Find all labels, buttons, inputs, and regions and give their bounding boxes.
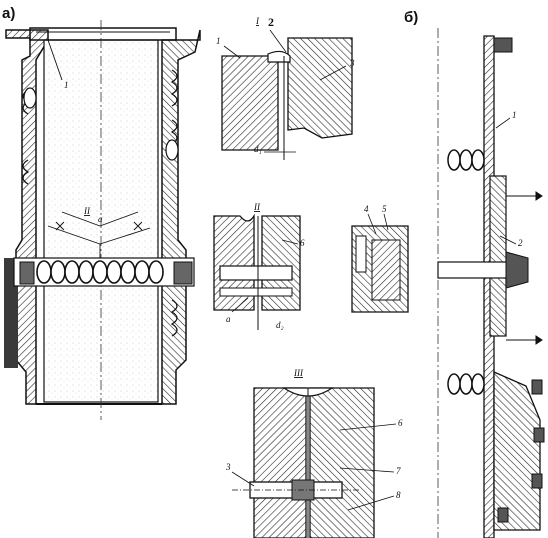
detail-45-callout-4: 4 bbox=[364, 204, 369, 214]
panel-a-letter: а) bbox=[2, 5, 15, 22]
detail-4-5: 4 5 bbox=[351, 204, 409, 313]
port-band bbox=[13, 257, 195, 287]
panel-b-callout-1: 1 bbox=[512, 110, 517, 120]
panel-b-letter: б) bbox=[404, 9, 418, 26]
panel-b-lower-body bbox=[493, 371, 541, 531]
panel-b-leaders bbox=[495, 117, 517, 245]
a-callout-II: II bbox=[83, 206, 91, 216]
a-callout-1: 1 bbox=[64, 80, 69, 90]
detail-II-callout-6: 6 bbox=[300, 238, 305, 248]
detail-I-title: I bbox=[255, 16, 260, 26]
a-callout-a: a bbox=[98, 214, 103, 224]
panel-b: б) bbox=[404, 9, 545, 538]
detail-45-insert bbox=[355, 235, 367, 273]
panel-b-callout-2: 2 bbox=[518, 238, 523, 248]
panel-b-top-fitting bbox=[493, 37, 513, 53]
panel-a: а) bbox=[2, 5, 201, 420]
right-cooling-ribs bbox=[170, 69, 178, 337]
detail-II-port-lower bbox=[219, 287, 293, 297]
detail-I-right-block bbox=[287, 37, 353, 139]
detail-I-callout-3: 3 bbox=[349, 58, 355, 68]
liner-right-wall bbox=[161, 29, 201, 405]
detail-II-port-upper bbox=[219, 265, 293, 281]
detail-II-dim-d2: d₂ bbox=[276, 320, 284, 330]
detail-45-wedge bbox=[371, 239, 401, 301]
detail-III-left-block bbox=[253, 387, 307, 538]
detail-II-callout-a: a bbox=[226, 314, 231, 324]
panel-b-ports bbox=[447, 149, 485, 395]
detail-45-callout-5: 5 bbox=[382, 204, 387, 214]
panel-b-cap bbox=[505, 251, 529, 289]
detail-I-leaders bbox=[223, 29, 347, 81]
detail-I-lip bbox=[267, 50, 291, 63]
detail-I-dim-d1: d₁ bbox=[254, 144, 262, 154]
panel-b-valve-body bbox=[489, 175, 507, 337]
panel-b-wall bbox=[483, 35, 495, 538]
detail-III: III 6 7 3 8 bbox=[225, 368, 403, 538]
panel-b-studs bbox=[497, 379, 545, 523]
detail-II: II 6 a d₂ bbox=[213, 202, 305, 330]
detail-I-callout-1: 1 bbox=[216, 36, 221, 46]
detail-III-leaders bbox=[231, 423, 397, 511]
detail-II-leaders bbox=[231, 239, 299, 313]
detail-III-callout-3: 3 bbox=[225, 462, 231, 472]
upper-ports bbox=[23, 87, 179, 161]
liner-top-flange bbox=[29, 27, 177, 41]
detail-II-title: II bbox=[253, 202, 261, 212]
detail-45-leaders bbox=[367, 213, 389, 235]
detail-III-callout-8: 8 bbox=[396, 490, 401, 500]
detail-I-left-block bbox=[221, 55, 279, 151]
detail-I: I 1 2 3 d₁ bbox=[216, 15, 355, 160]
detail-I-callout-2: 2 bbox=[268, 15, 274, 29]
detail-III-right-block bbox=[309, 387, 375, 538]
detail-III-callout-6: 6 bbox=[398, 418, 403, 428]
detail-III-title: III bbox=[293, 368, 304, 378]
detail-III-callout-7: 7 bbox=[396, 466, 401, 476]
leader-lines bbox=[47, 39, 151, 258]
panel-b-arrows bbox=[506, 191, 543, 345]
